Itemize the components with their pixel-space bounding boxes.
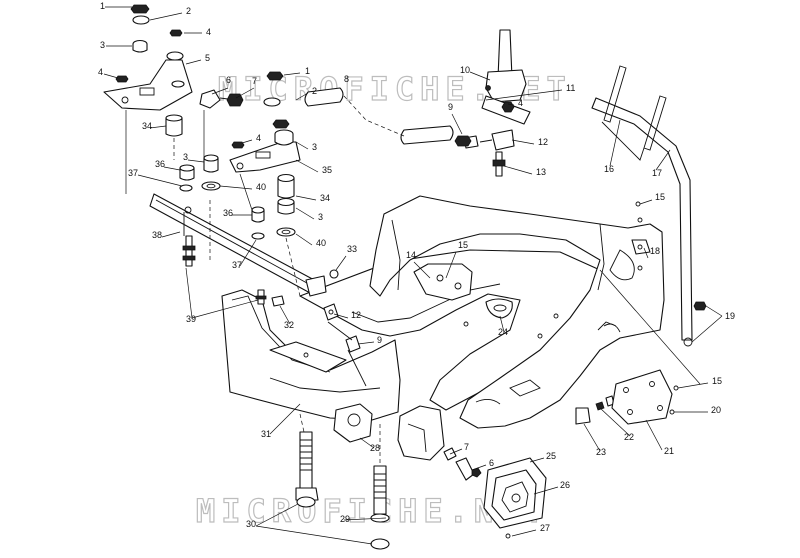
- callout-c3c: 3: [183, 152, 188, 162]
- callout-c3b: 3: [312, 142, 317, 152]
- callout-c1a: 1: [100, 1, 105, 11]
- callout-c36b: 36: [223, 208, 233, 218]
- callout-c39: 39: [186, 314, 196, 324]
- callout-c2a: 2: [186, 6, 191, 16]
- steering-arm-upper: [103, 4, 193, 111]
- callout-c6b: 6: [489, 458, 494, 468]
- steering-arm-lower: [229, 119, 301, 173]
- callout-c9a: 9: [377, 335, 382, 345]
- callout-c30: 30: [246, 519, 256, 529]
- tie-rod: [199, 87, 515, 177]
- callout-c29: 29: [340, 514, 350, 524]
- callout-c18: 18: [650, 246, 660, 256]
- callout-c5: 5: [205, 53, 210, 63]
- callout-c35: 35: [322, 165, 332, 175]
- callout-c27: 27: [540, 523, 550, 533]
- callout-c40a: 40: [256, 182, 266, 192]
- callout-c3a: 3: [100, 40, 105, 50]
- callout-c8: 8: [344, 74, 349, 84]
- callout-c28: 28: [370, 443, 380, 453]
- front-frame-assembly: [221, 195, 665, 461]
- callout-c6a: 6: [226, 75, 231, 85]
- callout-c25: 25: [546, 451, 556, 461]
- callout-c10: 10: [460, 65, 470, 75]
- callout-c13: 13: [536, 167, 546, 177]
- callout-c7b: 7: [464, 442, 469, 452]
- callout-c26: 26: [560, 480, 570, 490]
- callout-c34b: 34: [320, 193, 330, 203]
- callout-c9b: 9: [448, 102, 453, 112]
- callout-c22: 22: [624, 432, 634, 442]
- callout-c33: 33: [347, 244, 357, 254]
- callout-c11: 11: [566, 83, 575, 93]
- callout-c4b: 4: [98, 67, 103, 77]
- leader-lines: [103, 6, 723, 545]
- callout-c15c: 15: [712, 376, 722, 386]
- callout-c12b: 12: [538, 137, 548, 147]
- callout-c15b: 15: [458, 240, 468, 250]
- callout-c17: 17: [652, 168, 662, 178]
- callout-c2b: 2: [312, 86, 317, 96]
- callout-c24: 24: [498, 327, 508, 337]
- callout-c4a: 4: [206, 27, 211, 37]
- callout-c23: 23: [596, 447, 606, 457]
- cover-plate: [483, 457, 547, 529]
- callout-c37b: 37: [232, 260, 242, 270]
- callout-c36a: 36: [155, 159, 165, 169]
- callout-c3d: 3: [318, 212, 323, 222]
- callout-c4c: 4: [256, 133, 261, 143]
- callout-c32: 32: [284, 320, 294, 330]
- callout-c21: 21: [664, 446, 674, 456]
- callout-c12a: 12: [351, 310, 361, 320]
- callout-c34a: 34: [142, 121, 152, 131]
- callout-c1b: 1: [305, 66, 310, 76]
- callout-c38: 38: [152, 230, 162, 240]
- callout-c16: 16: [604, 164, 614, 174]
- steering-post: [481, 29, 531, 125]
- callout-c40b: 40: [316, 238, 326, 248]
- drag-link: [149, 193, 327, 297]
- callout-c31: 31: [261, 429, 271, 439]
- mount-plate: [611, 369, 673, 425]
- callout-c19: 19: [725, 311, 735, 321]
- callout-c14: 14: [406, 250, 416, 260]
- callout-c20: 20: [711, 405, 721, 415]
- callout-c7a: 7: [252, 76, 257, 86]
- callout-c4d: 4: [518, 98, 523, 108]
- steering-handlebar: [591, 65, 693, 347]
- callout-c37a: 37: [128, 168, 138, 178]
- callout-c15a: 15: [655, 192, 665, 202]
